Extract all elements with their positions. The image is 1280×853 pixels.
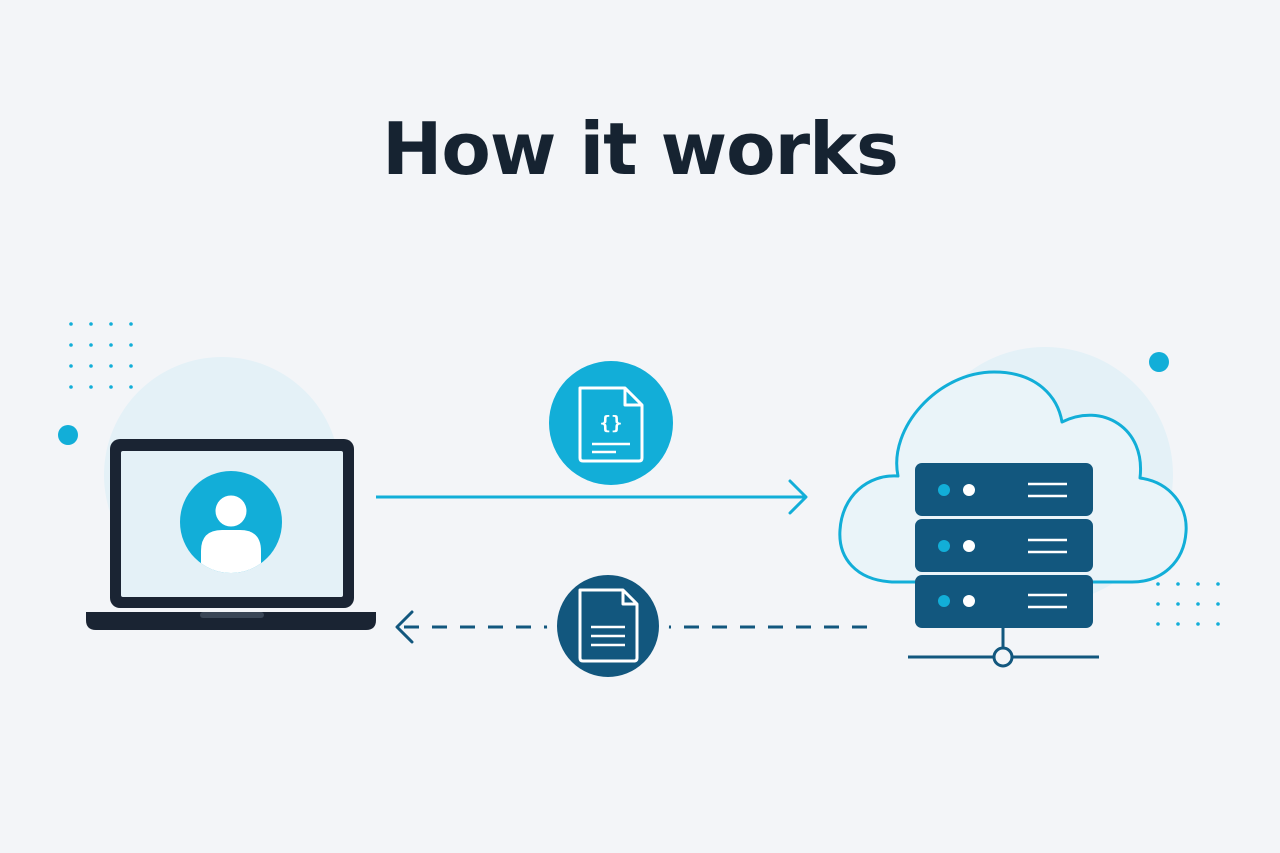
decor-dot-right <box>1149 352 1169 372</box>
server-unit <box>915 519 1093 572</box>
json-braces-label: {} <box>600 412 623 434</box>
page-title: How it works <box>382 107 899 191</box>
document-icon <box>547 565 669 687</box>
request-arrow <box>376 479 808 515</box>
server-rack-icon <box>915 463 1093 628</box>
decor-dot-left <box>58 425 78 445</box>
decor-dot-grid-right <box>1156 582 1220 626</box>
json-document-icon: {} <box>549 361 673 485</box>
user-avatar-icon <box>180 471 282 573</box>
network-connector-icon <box>908 628 1099 668</box>
server-unit <box>915 575 1093 628</box>
server-unit <box>915 463 1093 516</box>
decor-dot-grid-left <box>69 322 133 389</box>
